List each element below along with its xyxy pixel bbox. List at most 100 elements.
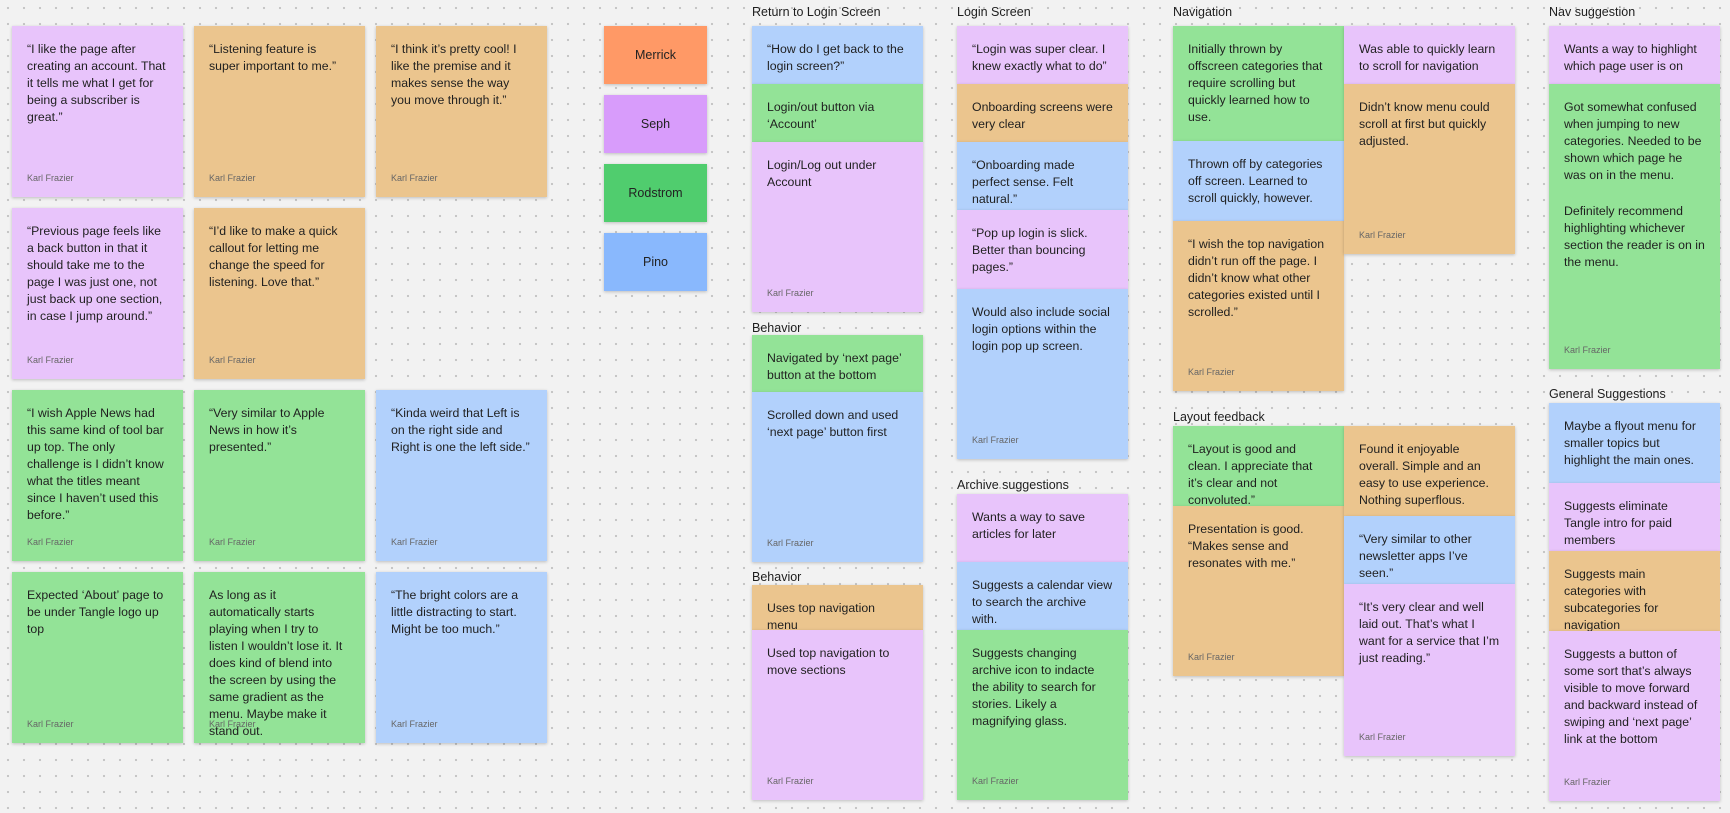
sticky-note[interactable]: Wants a way to save articles for later: [957, 494, 1128, 562]
participant-tag-rodstrom[interactable]: Rodstrom: [604, 164, 707, 222]
sticky-note[interactable]: Login/Log out under Account Karl Frazier: [752, 142, 923, 312]
note-text: “Pop up login is slick. Better than boun…: [972, 226, 1088, 274]
sticky-note[interactable]: “Onboarding made perfect sense. Felt nat…: [957, 142, 1128, 210]
note-text: Navigated by ‘next page’ button at the b…: [767, 351, 902, 382]
note-author: Karl Frazier: [391, 173, 438, 183]
sticky-note[interactable]: “Listening feature is super important to…: [194, 26, 365, 197]
note-text: “The bright colors are a little distract…: [391, 588, 519, 636]
sticky-note[interactable]: Suggests main categories with subcategor…: [1549, 551, 1720, 632]
note-text: Wants a way to highlight which page user…: [1564, 42, 1697, 73]
note-text: Login/out button via ‘Account’: [767, 100, 875, 131]
note-text: Got somewhat confused when jumping to ne…: [1564, 100, 1702, 182]
section-title-nav-suggestion: Nav suggestion: [1549, 5, 1636, 19]
sticky-note[interactable]: “How do I get back to the login screen?”: [752, 26, 923, 84]
sticky-note[interactable]: Suggests eliminate Tangle intro for paid…: [1549, 483, 1720, 551]
note-text: Maybe a flyout menu for smaller topics b…: [1564, 419, 1696, 467]
sticky-note[interactable]: “The bright colors are a little distract…: [376, 572, 547, 743]
sticky-note[interactable]: “I wish Apple News had this same kind of…: [12, 390, 183, 561]
note-author: Karl Frazier: [1188, 367, 1235, 377]
note-text: Initially thrown by offscreen categories…: [1188, 42, 1323, 124]
note-author: Karl Frazier: [1188, 652, 1235, 662]
section-title-archive-suggestions: Archive suggestions: [957, 478, 1069, 492]
note-author: Karl Frazier: [27, 355, 74, 365]
section-title-general-suggestions: General Suggestions: [1549, 387, 1666, 401]
note-text: Suggests a button of some sort that’s al…: [1564, 647, 1698, 746]
note-text: Suggests changing archive icon to indact…: [972, 646, 1096, 728]
sticky-note[interactable]: Suggests a button of some sort that’s al…: [1549, 631, 1720, 801]
sticky-note[interactable]: “Kinda weird that Left is on the right s…: [376, 390, 547, 561]
note-text: “Layout is good and clean. I appreciate …: [1188, 442, 1313, 507]
sticky-note[interactable]: Would also include social login options …: [957, 289, 1128, 459]
sticky-note[interactable]: Scrolled down and used ‘next page’ butto…: [752, 392, 923, 562]
note-text: Uses top navigation menu: [767, 601, 876, 632]
sticky-note[interactable]: “It’s very clear and well laid out. That…: [1344, 584, 1515, 756]
sticky-note[interactable]: Maybe a flyout menu for smaller topics b…: [1549, 403, 1720, 483]
sticky-note[interactable]: “Very similar to Apple News in how it’s …: [194, 390, 365, 561]
note-author: Karl Frazier: [1359, 732, 1406, 742]
sticky-note[interactable]: Didn’t know menu could scroll at first b…: [1344, 84, 1515, 254]
note-author: Karl Frazier: [27, 719, 74, 729]
sticky-note[interactable]: Suggests changing archive icon to indact…: [957, 630, 1128, 800]
note-text: Expected ‘About’ page to be under Tangle…: [27, 588, 164, 636]
note-author: Karl Frazier: [209, 173, 256, 183]
note-author: Karl Frazier: [391, 537, 438, 547]
sticky-note[interactable]: Wants a way to highlight which page user…: [1549, 26, 1720, 84]
section-title-return-to-login: Return to Login Screen: [752, 5, 881, 19]
note-text: Login/Log out under Account: [767, 158, 877, 189]
sticky-note[interactable]: Used top navigation to move sections Kar…: [752, 630, 923, 800]
note-text: Onboarding screens were very clear: [972, 100, 1113, 131]
sticky-note[interactable]: Navigated by ‘next page’ button at the b…: [752, 335, 923, 392]
note-text: “It’s very clear and well laid out. That…: [1359, 600, 1500, 665]
participant-tag-merrick[interactable]: Merrick: [604, 26, 707, 84]
note-text: As long as it automatically starts playi…: [209, 588, 343, 738]
sticky-note[interactable]: Expected ‘About’ page to be under Tangle…: [12, 572, 183, 743]
note-author: Karl Frazier: [972, 776, 1019, 786]
note-author: Karl Frazier: [1564, 345, 1611, 355]
note-text: “Kinda weird that Left is on the right s…: [391, 406, 530, 454]
note-author: Karl Frazier: [209, 355, 256, 365]
note-text: “I like the page after creating an accou…: [27, 42, 166, 124]
sticky-note[interactable]: “I like the page after creating an accou…: [12, 26, 183, 197]
note-text: Thrown off by categories off screen. Lea…: [1188, 157, 1323, 205]
note-text: Didn’t know menu could scroll at first b…: [1359, 100, 1490, 148]
note-text: Definitely recommend highlighting whiche…: [1564, 204, 1705, 269]
sticky-note[interactable]: Thrown off by categories off screen. Lea…: [1173, 141, 1344, 221]
sticky-note[interactable]: “Previous page feels like a back button …: [12, 208, 183, 379]
sticky-note[interactable]: Onboarding screens were very clear: [957, 84, 1128, 142]
note-author: Karl Frazier: [27, 173, 74, 183]
sticky-note[interactable]: Presentation is good. “Makes sense and r…: [1173, 506, 1344, 676]
sticky-note[interactable]: “Layout is good and clean. I appreciate …: [1173, 426, 1344, 507]
section-title-navigation: Navigation: [1173, 5, 1233, 19]
sticky-note[interactable]: “I wish the top navigation didn’t run of…: [1173, 221, 1344, 391]
sticky-note[interactable]: Found it enjoyable overall. Simple and a…: [1344, 426, 1515, 516]
note-author: Karl Frazier: [1564, 777, 1611, 787]
sticky-note[interactable]: Suggests a calendar view to search the a…: [957, 562, 1128, 630]
note-author: Karl Frazier: [767, 538, 814, 548]
sticky-note[interactable]: “Login was super clear. I knew exactly w…: [957, 26, 1128, 84]
note-text: Wants a way to save articles for later: [972, 510, 1085, 541]
section-title-login-screen: Login Screen: [957, 5, 1031, 19]
sticky-note[interactable]: Login/out button via ‘Account’: [752, 84, 923, 142]
sticky-note[interactable]: “I think it’s pretty cool! I like the pr…: [376, 26, 547, 197]
sticky-note[interactable]: “I’d like to make a quick callout for le…: [194, 208, 365, 379]
sticky-note[interactable]: “Pop up login is slick. Better than boun…: [957, 210, 1128, 289]
note-author: Karl Frazier: [767, 288, 814, 298]
note-author: Karl Frazier: [209, 537, 256, 547]
sticky-note[interactable]: As long as it automatically starts playi…: [194, 572, 365, 743]
note-author: Karl Frazier: [1359, 230, 1406, 240]
note-author: Karl Frazier: [209, 719, 256, 729]
sticky-note[interactable]: Got somewhat confused when jumping to ne…: [1549, 84, 1720, 369]
sticky-note[interactable]: Was able to quickly learn to scroll for …: [1344, 26, 1515, 84]
note-text: “Very similar to Apple News in how it’s …: [209, 406, 325, 454]
note-text: “I wish the top navigation didn’t run of…: [1188, 237, 1325, 319]
participant-tag-seph[interactable]: Seph: [604, 95, 707, 153]
note-text: Found it enjoyable overall. Simple and a…: [1359, 442, 1489, 507]
note-text: Would also include social login options …: [972, 305, 1110, 353]
sticky-note[interactable]: “Very similar to other newsletter apps I…: [1344, 516, 1515, 584]
sticky-note[interactable]: Initially thrown by offscreen categories…: [1173, 26, 1344, 141]
sticky-note[interactable]: Uses top navigation menu: [752, 585, 923, 632]
participant-tag-pino[interactable]: Pino: [604, 233, 707, 291]
note-text: “Login was super clear. I knew exactly w…: [972, 42, 1107, 73]
section-title-behavior: Behavior: [752, 570, 802, 584]
section-title-behavior: Behavior: [752, 321, 802, 335]
